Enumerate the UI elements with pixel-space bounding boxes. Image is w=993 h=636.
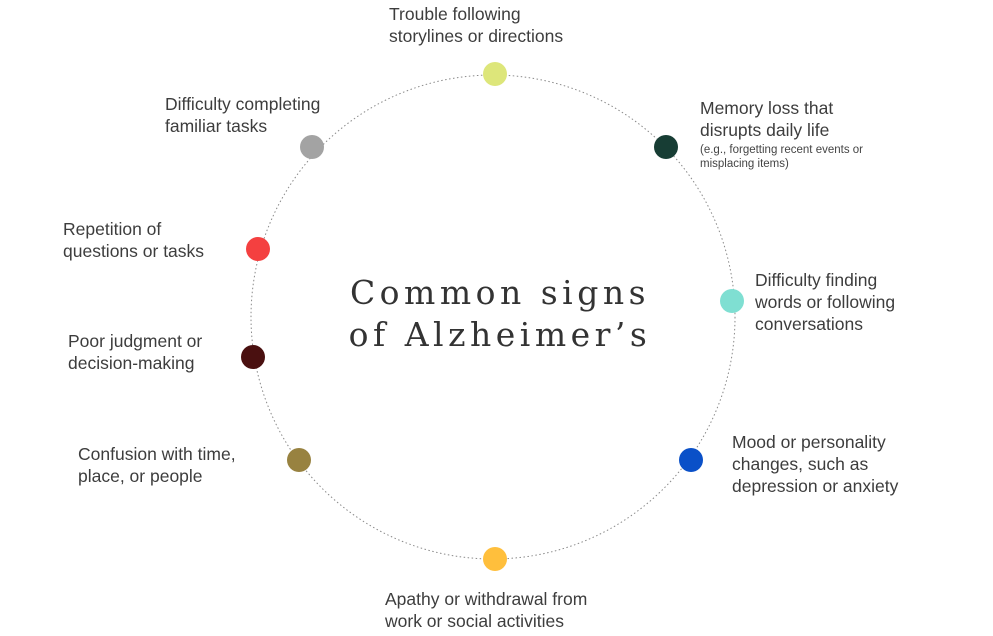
label-line: conversations xyxy=(755,314,863,334)
label-line: place, or people xyxy=(78,466,203,486)
sign-dot-mood-changes xyxy=(679,448,703,472)
sign-dot-trouble-following xyxy=(483,62,507,86)
title-line-2: of Alzheimer’s xyxy=(348,315,652,354)
label-line: Trouble following xyxy=(389,4,521,24)
label-line: storylines or directions xyxy=(389,26,564,46)
title-line-1: Common signs xyxy=(349,273,651,312)
label-line: decision-making xyxy=(68,353,195,373)
sign-label-confusion: Confusion with time, place, or people xyxy=(78,443,236,487)
label-note: (e.g., forgetting recent events or mispl… xyxy=(700,143,863,171)
sign-label-mood-changes: Mood or personality changes, such as dep… xyxy=(732,431,898,497)
sign-dot-confusion xyxy=(287,448,311,472)
sign-dot-repetition xyxy=(246,237,270,261)
label-line: Difficulty finding xyxy=(755,270,878,290)
label-line: Difficulty completing xyxy=(165,94,321,114)
label-line: changes, such as xyxy=(732,454,869,474)
sign-label-trouble-following: Trouble following storylines or directio… xyxy=(389,3,563,47)
sign-label-repetition: Repetition of questions or tasks xyxy=(63,218,204,262)
note-line: (e.g., forgetting recent events or xyxy=(700,144,864,156)
sign-dot-apathy xyxy=(483,547,507,571)
label-line: familiar tasks xyxy=(165,116,268,136)
label-line: work or social activities xyxy=(385,611,564,631)
sign-dot-poor-judgment xyxy=(241,345,265,369)
sign-label-difficulty-completing: Difficulty completing familiar tasks xyxy=(165,93,320,137)
label-line: Mood or personality xyxy=(732,432,886,452)
sign-dot-memory-loss xyxy=(654,135,678,159)
sign-label-apathy: Apathy or withdrawal from work or social… xyxy=(385,588,587,632)
label-line: words or following xyxy=(755,292,896,312)
label-line: disrupts daily life xyxy=(700,120,830,140)
sign-dot-difficulty-completing xyxy=(300,135,324,159)
sign-label-difficulty-finding-words: Difficulty finding words or following co… xyxy=(755,269,895,335)
sign-dot-difficulty-finding-words xyxy=(720,289,744,313)
label-line: Memory loss that xyxy=(700,98,834,118)
label-line: Poor judgment or xyxy=(68,331,203,351)
diagram-title: Common signs of Alzheimer’s xyxy=(300,272,700,356)
sign-label-poor-judgment: Poor judgment or decision-making xyxy=(68,330,202,374)
note-line: misplacing items) xyxy=(700,158,789,170)
label-line: questions or tasks xyxy=(63,241,205,261)
label-line: depression or anxiety xyxy=(732,476,899,496)
label-line: Apathy or withdrawal from xyxy=(385,589,588,609)
label-line: Confusion with time, xyxy=(78,444,236,464)
sign-label-memory-loss: Memory loss that disrupts daily life (e.… xyxy=(700,97,863,171)
label-line: Repetition of xyxy=(63,219,162,239)
